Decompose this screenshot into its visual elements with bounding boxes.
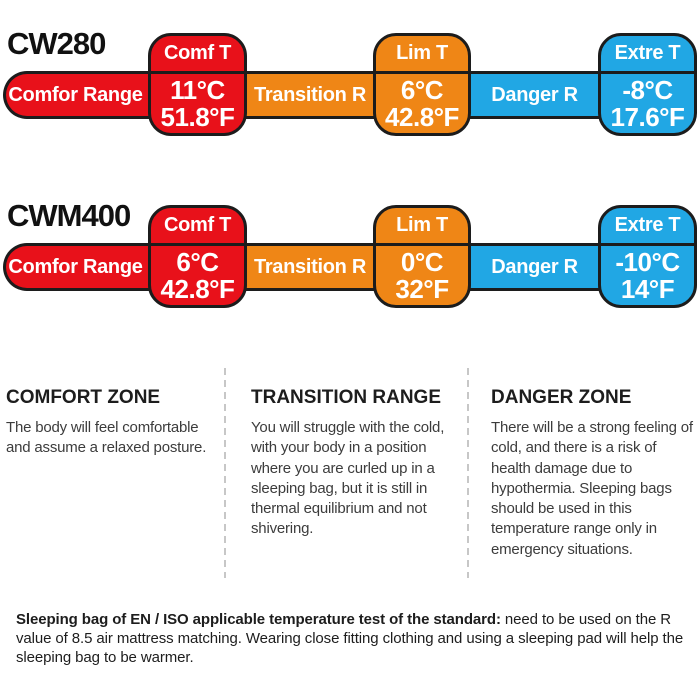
comfort-range-segment-label: Comfor Range — [8, 83, 143, 106]
danger-range-segment-label: Danger R — [491, 255, 578, 278]
comfort-temperature-box: Comf T 11°C 51.8°F — [148, 33, 247, 136]
comfort-zone-heading: COMFORT ZONE — [6, 387, 161, 408]
temperature-range-bar — [3, 71, 695, 119]
comfort-zone-column: COMFORT ZONE The body will feel comforta… — [6, 387, 214, 459]
danger-zone-description: There will be a strong feeling of cold, … — [491, 419, 693, 558]
transition-range-heading: TRANSITION RANGE — [251, 387, 441, 408]
limit-temp-celsius: 6°C — [400, 74, 444, 105]
extreme-temperature-values: -8°C 17.6°F — [601, 74, 694, 133]
comfort-zone-description: The body will feel comfortable and assum… — [6, 419, 207, 457]
footer-note: Sleeping bag of EN / ISO applicable temp… — [16, 610, 692, 668]
extreme-temperature-box-title: Extre T — [601, 36, 694, 74]
comfort-temp-celsius: 6°C — [176, 246, 219, 277]
comfort-range-segment-label: Comfor Range — [8, 255, 143, 278]
comfort-temperature-box-title: Comf T — [151, 208, 244, 246]
danger-zone-column: DANGER ZONE There will be a strong feeli… — [491, 387, 698, 560]
comfort-temp-celsius: 11°C — [170, 74, 225, 105]
extreme-temperature-box-title: Extre T — [601, 208, 694, 246]
limit-temp-fahrenheit: 42.8°F — [385, 101, 459, 132]
column-divider-dashed — [224, 368, 226, 578]
limit-temperature-box: Lim T 0°C 32°F — [373, 205, 471, 308]
limit-temperature-values: 6°C 42.8°F — [376, 74, 468, 133]
comfort-temp-fahrenheit: 51.8°F — [160, 101, 235, 132]
temperature-range-bar — [3, 243, 695, 291]
transition-range-segment-label: Transition R — [254, 255, 366, 278]
limit-temperature-box: Lim T 6°C 42.8°F — [373, 33, 471, 136]
transition-range-segment-label: Transition R — [254, 83, 366, 106]
comfort-temperature-box: Comf T 6°C 42.8°F — [148, 205, 247, 308]
extreme-temperature-box: Extre T -10°C 14°F — [598, 205, 697, 308]
limit-temperature-values: 0°C 32°F — [376, 246, 468, 305]
extreme-temperature-box: Extre T -8°C 17.6°F — [598, 33, 697, 136]
footer-note-bold: Sleeping bag of EN / ISO applicable temp… — [16, 611, 501, 628]
column-divider-dashed — [467, 368, 469, 578]
extreme-temp-fahrenheit: 17.6°F — [610, 101, 685, 132]
limit-temperature-box-title: Lim T — [376, 36, 468, 74]
model-title: CWM400 — [7, 198, 131, 233]
extreme-temp-celsius: -10°C — [615, 246, 680, 277]
comfort-temperature-values: 6°C 42.8°F — [151, 246, 244, 305]
model-title: CW280 — [7, 26, 106, 61]
extreme-temp-fahrenheit: 14°F — [620, 273, 675, 304]
transition-range-column: TRANSITION RANGE You will struggle with … — [251, 387, 461, 540]
footer-note-rest: need to be used on the R value of 8.5 ai… — [16, 611, 684, 667]
limit-temp-fahrenheit: 32°F — [395, 273, 449, 304]
extreme-temperature-values: -10°C 14°F — [601, 246, 694, 305]
model-row-cw280: CW280 Comfor Range Transition R Danger R… — [0, 0, 700, 172]
extreme-temp-celsius: -8°C — [622, 74, 673, 105]
comfort-temperature-values: 11°C 51.8°F — [151, 74, 244, 133]
danger-range-segment-label: Danger R — [491, 83, 578, 106]
transition-range-description: You will struggle with the cold, with yo… — [251, 419, 445, 538]
comfort-temperature-box-title: Comf T — [151, 36, 244, 74]
limit-temperature-box-title: Lim T — [376, 208, 468, 246]
limit-temp-celsius: 0°C — [400, 246, 444, 277]
danger-zone-heading: DANGER ZONE — [491, 387, 632, 408]
model-row-cwm400: CWM400 Comfor Range Transition R Danger … — [0, 172, 700, 344]
comfort-temp-fahrenheit: 42.8°F — [160, 273, 235, 304]
